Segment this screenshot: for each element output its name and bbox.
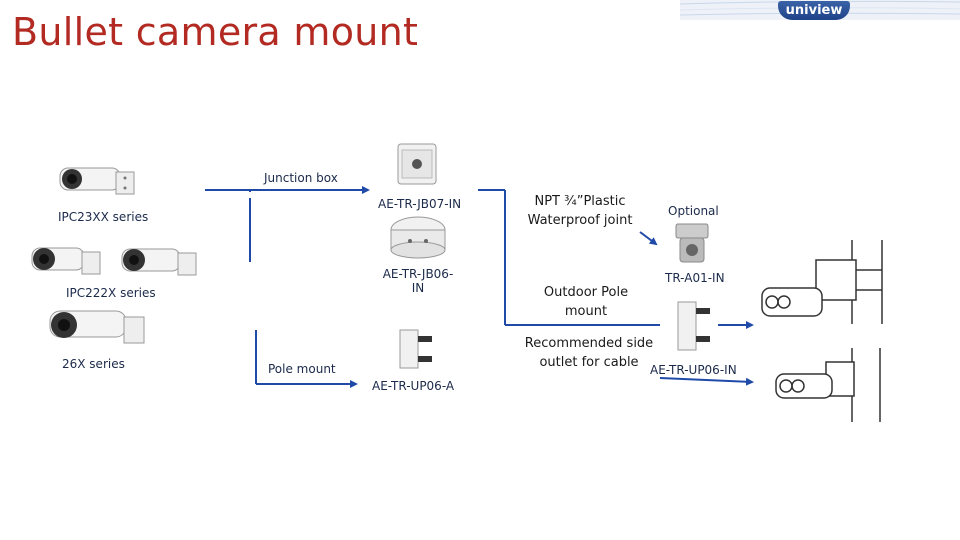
accessory-jb06-label-line1: AE-TR-JB06- <box>382 267 454 281</box>
pole-mount-tr-a01-image <box>677 301 710 351</box>
page-title: Bullet camera mount <box>12 10 419 54</box>
junction-box-jb07-image <box>397 143 437 185</box>
pole-mounted-camera-sketch-top <box>761 240 883 324</box>
waterproof-joint-label-line1: NPT ¾”Plastic <box>534 194 626 209</box>
camera-label-ipc222x: IPC222X series <box>66 286 156 300</box>
accessory-jb07-label: AE-TR-JB07-IN <box>378 197 462 211</box>
up06-in-label: AE-TR-UP06-IN <box>650 363 737 377</box>
camera-label-ipc23xx: IPC23XX series <box>58 210 149 224</box>
outdoor-pole-mount-label-line2: mount <box>564 304 608 319</box>
outdoor-pole-mount-label-line1: Outdoor Pole <box>543 285 629 300</box>
camera-26x-image <box>49 310 145 344</box>
junction-box-label: Junction box <box>264 171 338 185</box>
pole-mount-label: Pole mount <box>268 362 336 376</box>
optional-label: Optional <box>668 204 719 218</box>
waterproof-gland-image <box>675 223 709 263</box>
camera-ipc222x-image-right <box>121 248 197 276</box>
camera-label-26x: 26X series <box>62 357 125 371</box>
accessory-up06a-label: AE-TR-UP06-A <box>372 379 455 393</box>
camera-ipc222x-image-left <box>31 247 101 275</box>
pole-mount-up06a-image <box>399 329 432 369</box>
waterproof-joint-label: NPT ¾”Plastic Waterproof joint <box>522 192 638 230</box>
accessory-jb06-label: AE-TR-JB06- IN <box>380 267 456 295</box>
recommended-side-outlet-label: Recommended side outlet for cable <box>522 334 656 372</box>
junction-box-jb06-image <box>390 216 446 259</box>
pole-mounted-camera-sketch-bottom <box>775 348 881 422</box>
brand-logo: uniview <box>778 1 850 20</box>
recommended-side-outlet-label-line2: outlet for cable <box>539 355 639 370</box>
accessory-jb06-label-line2: IN <box>411 281 425 295</box>
recommended-side-outlet-label-line1: Recommended side <box>524 336 654 351</box>
waterproof-joint-label-line2: Waterproof joint <box>527 213 633 228</box>
tr-a01-label: TR-A01-IN <box>665 271 725 285</box>
outdoor-pole-mount-label: Outdoor Pole mount <box>536 283 636 321</box>
camera-ipc23xx-image <box>59 167 135 195</box>
